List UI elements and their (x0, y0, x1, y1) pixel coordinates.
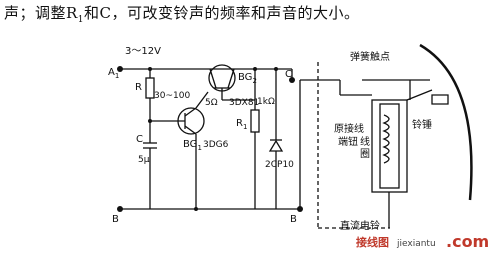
diode-label: 2CP10 (265, 160, 294, 170)
watermark-cn: 接线图 (356, 235, 389, 249)
watermark: 接线图 jiexiantu .com (350, 232, 489, 251)
terminal-a-label: A1 (108, 67, 119, 80)
bell-coil-frame (371, 99, 408, 193)
junction-r1-top (253, 67, 257, 71)
c-value-label: 5μ (138, 155, 150, 165)
bg2-emitter (209, 68, 217, 89)
junction-bg1-bottom (194, 207, 198, 211)
terminals (117, 66, 303, 212)
diode-body (268, 139, 284, 152)
bg2-label: BG2 (238, 72, 257, 85)
bell-hammer (431, 94, 449, 105)
solder-terminal-label2: 端钮 (338, 135, 358, 148)
caption-suffix: 和C，可改变铃声的频率和声音的大小。 (84, 4, 360, 22)
junction-diode-top (274, 67, 278, 71)
voltage-label: 3～12V (125, 46, 161, 57)
caption-subscript: 1 (77, 15, 85, 25)
resistor-r1 (250, 109, 260, 133)
hammer-label: 铃锤 (412, 118, 432, 131)
coil-label2: 圈 (360, 148, 370, 160)
bg1-collector (184, 107, 197, 117)
r-value-label: 30~100 (154, 91, 190, 101)
solder-terminal-label: 原接线 (334, 122, 364, 135)
hammer-arm (406, 89, 433, 101)
contact-label: 弹簧触点 (350, 50, 390, 63)
watermark-bg (350, 233, 488, 251)
bell-gong (419, 43, 473, 201)
bell-coil-winding (382, 114, 390, 164)
c-label: C (136, 134, 143, 145)
bg1-emitter (184, 125, 197, 135)
resistor-r (145, 77, 155, 99)
junction-r-bottom (148, 119, 152, 123)
terminal-a1 (117, 66, 123, 72)
bg2-collector (227, 68, 235, 89)
watermark-tld: .com (446, 232, 489, 251)
terminal-b2 (297, 206, 303, 212)
bg1-type-label: 3DG6 (203, 140, 229, 150)
caption: 声；调整R1和C，可改变铃声的频率和声音的大小。 (4, 2, 360, 25)
dc-bell-label: 直流电铃 (340, 219, 380, 232)
caption-prefix: 声；调整R (4, 4, 78, 22)
terminal-b-label: B (112, 214, 119, 225)
bell-coil-core (379, 103, 400, 189)
bg1-label: BG1 (183, 139, 202, 152)
terminal-b2-label: B (290, 214, 297, 225)
terminal-c (289, 77, 295, 83)
terminal-b (117, 206, 123, 212)
c-top-label: C (285, 69, 292, 80)
r-label: R (135, 82, 142, 93)
r1-label: R1 (236, 118, 247, 131)
wires (120, 43, 473, 229)
bg2-type-label: 3DX81 (229, 98, 259, 108)
watermark-url: jiexiantu (396, 239, 436, 249)
bg1-to-bg2-wire (195, 91, 209, 109)
bg2-value-label: 5Ω (205, 98, 218, 108)
r1-value-label: 1kΩ (257, 97, 275, 107)
junction-r-top (148, 67, 152, 71)
coil-label1: 线 (360, 135, 370, 148)
